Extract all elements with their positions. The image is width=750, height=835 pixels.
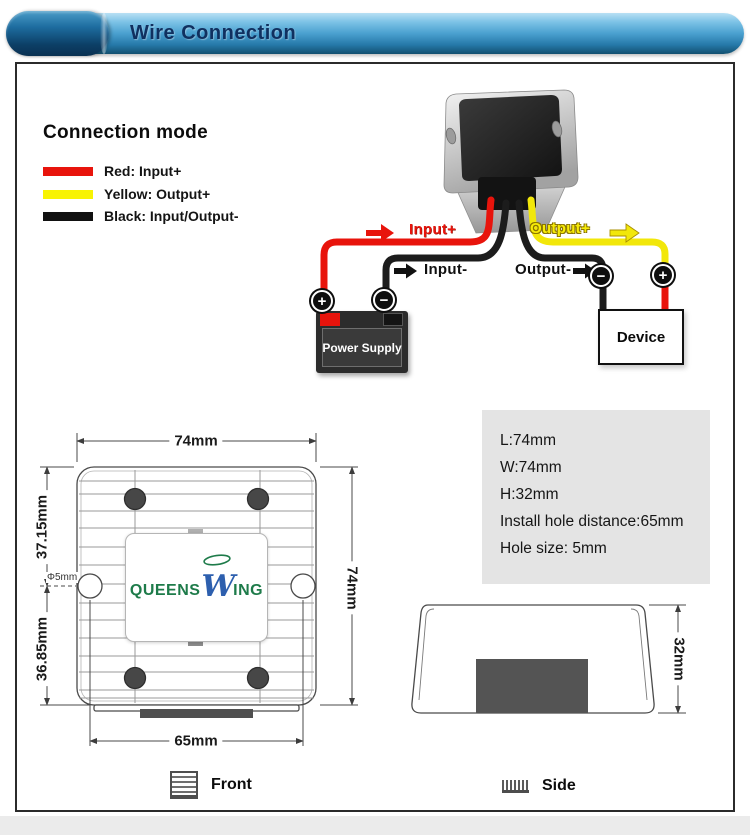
legend-label: Yellow: Output+: [104, 186, 211, 202]
front-caption-label: Front: [211, 776, 252, 793]
product-label-plate: QUEENS W ING: [125, 533, 268, 642]
logo-text-left: QUEENS: [129, 581, 201, 599]
psu-plus-terminal-icon: +: [311, 290, 333, 312]
dim-side-height: 32mm: [670, 632, 688, 686]
front-caption: Front: [170, 771, 252, 799]
spec-box: L:74mm W:74mm H:32mm Install hole distan…: [482, 410, 710, 584]
legend-item-red: Red: Input+: [43, 163, 181, 179]
header-banner-cap: [6, 11, 109, 56]
logo-text-right: ING: [233, 581, 264, 599]
legend-item-black: Black: Input/Output-: [43, 208, 239, 224]
yellow-swatch-icon: [43, 189, 93, 199]
dim-hole-distance: 65mm: [169, 732, 223, 750]
side-view-icon: [502, 779, 529, 793]
section-heading: Connection mode: [43, 122, 208, 143]
brand-logo: QUEENS W ING: [129, 569, 264, 608]
bottom-strip: [0, 816, 750, 835]
spec-length: L:74mm: [500, 432, 556, 449]
dim-height-right: 74mm: [343, 561, 361, 615]
legend-label: Black: Input/Output-: [104, 208, 239, 224]
red-swatch-icon: [43, 166, 93, 176]
header-banner-cap-edge: [100, 13, 108, 54]
power-supply-box: Power Supply: [316, 311, 408, 373]
device-minus-terminal-icon: −: [590, 265, 612, 287]
spec-width: W:74mm: [500, 459, 562, 476]
black-swatch-icon: [43, 211, 93, 221]
spec-hole-distance: Install hole distance:65mm: [500, 513, 684, 530]
dim-hole-diameter: Φ5mm: [46, 572, 79, 583]
spec-height: H:32mm: [500, 486, 559, 503]
dim-width-top: 74mm: [169, 432, 223, 450]
legend-label: Red: Input+: [104, 163, 182, 179]
output-minus-label: Output-: [515, 261, 572, 278]
spec-hole-size: Hole size: 5mm: [500, 540, 607, 557]
psu-negative-terminal-block: [383, 313, 403, 326]
dim-left-upper: 37.15mm: [33, 489, 51, 565]
page-title: Wire Connection: [130, 22, 297, 44]
logo-swoosh-icon: [203, 554, 231, 566]
input-minus-label: Input-: [424, 261, 468, 278]
front-view-icon: [170, 771, 198, 799]
power-supply-label: Power Supply: [322, 340, 402, 355]
psu-minus-terminal-icon: −: [373, 289, 395, 311]
psu-panel: Power Supply: [322, 328, 402, 367]
device-label: Device: [616, 328, 666, 346]
header-banner: [6, 13, 744, 54]
input-plus-label: Input+: [409, 221, 457, 238]
dim-left-lower: 36.85mm: [33, 611, 51, 687]
psu-positive-terminal-block: [320, 313, 340, 326]
side-caption-label: Side: [542, 777, 576, 794]
output-plus-label: Output+: [530, 220, 591, 237]
legend-item-yellow: Yellow: Output+: [43, 186, 210, 202]
device-box: Device: [598, 309, 684, 365]
device-plus-terminal-icon: +: [652, 264, 674, 286]
side-caption: Side: [502, 777, 576, 795]
logo-w-icon: W: [201, 569, 236, 604]
